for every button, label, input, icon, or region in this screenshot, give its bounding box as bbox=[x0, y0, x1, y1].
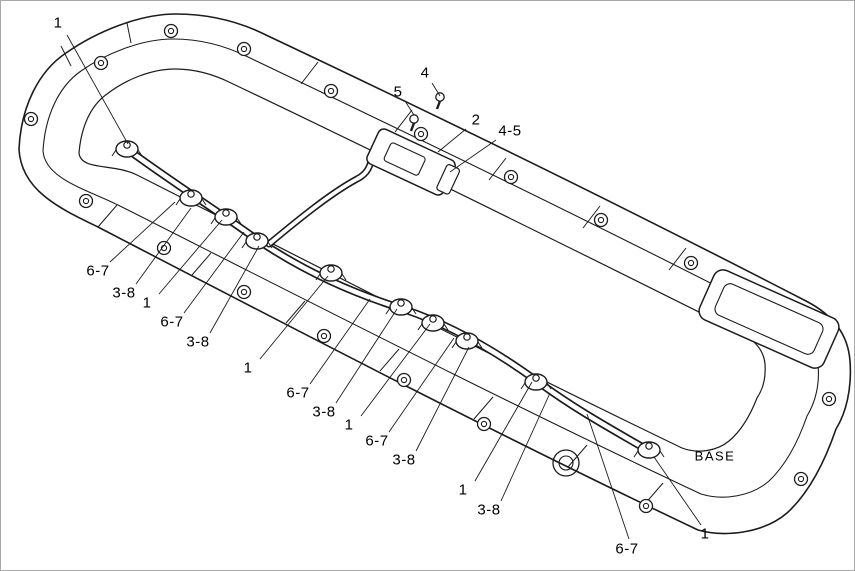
base-outer-outline bbox=[18, 13, 852, 535]
leader-line bbox=[500, 392, 551, 502]
far-wall-ribs bbox=[60, 22, 687, 271]
leader-line bbox=[431, 82, 441, 97]
leader-line bbox=[474, 381, 533, 482]
leader-line bbox=[586, 413, 630, 540]
leader-lines bbox=[66, 34, 702, 540]
base-opening bbox=[78, 68, 766, 452]
base-body bbox=[18, 13, 852, 535]
leader-line bbox=[388, 337, 455, 433]
leader-line bbox=[449, 139, 497, 173]
flange-hole-inner bbox=[558, 455, 574, 471]
fuel-line-connector bbox=[366, 128, 461, 196]
leader-line bbox=[135, 207, 192, 285]
leader-line bbox=[404, 100, 415, 116]
leader-line bbox=[259, 275, 329, 360]
base-rim-line bbox=[42, 38, 819, 498]
leader-line bbox=[653, 456, 702, 526]
base-label: BASE bbox=[694, 448, 736, 464]
leader-line bbox=[109, 201, 176, 263]
leader-line bbox=[437, 128, 467, 153]
leader-line bbox=[309, 298, 371, 385]
fuel-line bbox=[123, 91, 653, 455]
leader-line bbox=[415, 346, 470, 452]
mounting-pad bbox=[698, 269, 840, 369]
leader-line bbox=[209, 245, 260, 334]
fuel-line-branch-fill bbox=[267, 149, 375, 246]
bolt-bosses bbox=[23, 23, 837, 514]
flange-hole bbox=[552, 449, 580, 477]
leader-line bbox=[158, 219, 223, 295]
leader-line bbox=[360, 323, 431, 417]
leader-line bbox=[66, 34, 129, 145]
leader-line bbox=[183, 231, 245, 314]
leader-line bbox=[335, 308, 398, 404]
